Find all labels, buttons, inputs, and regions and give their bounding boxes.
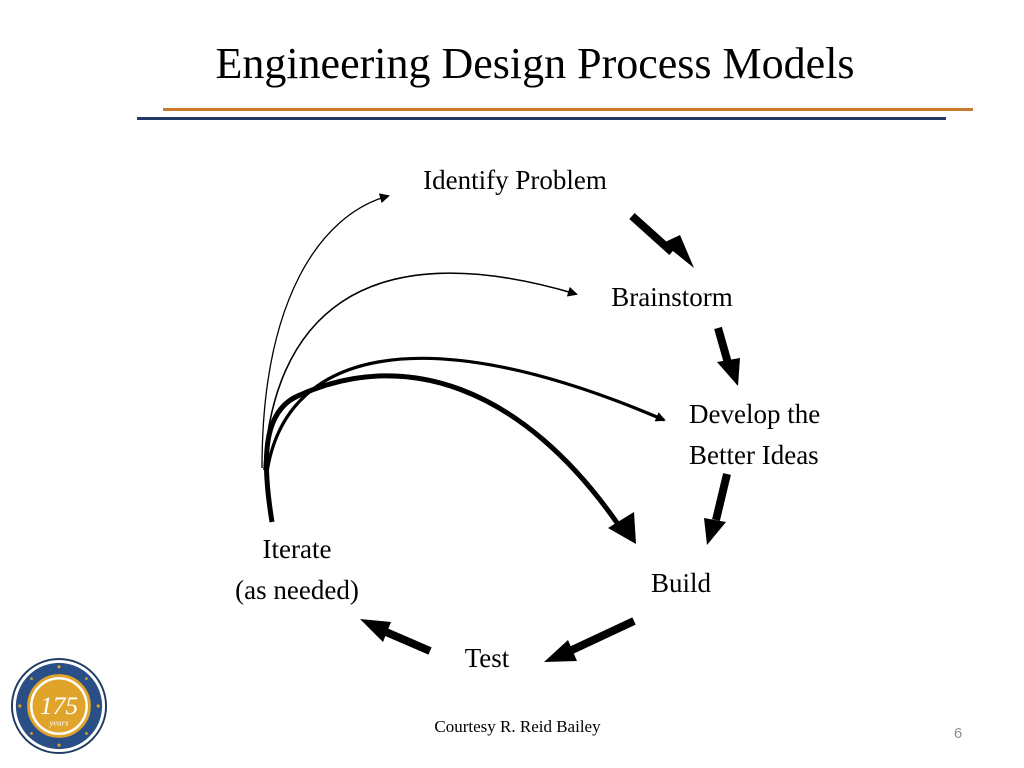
feedback-arrow-to-brainstorm: [263, 272, 578, 471]
node-iterate-line1: Iterate: [262, 534, 332, 564]
title-rule-navy: [137, 117, 946, 120]
slide-title: Engineering Design Process Models: [215, 39, 855, 88]
arrow-brainstorm-to-develop: [714, 326, 740, 386]
arrow-build-to-test: [544, 617, 636, 662]
arrow-develop-to-build: [704, 473, 731, 545]
seal-years: years: [48, 718, 69, 728]
node-brainstorm-label: Brainstorm: [611, 282, 733, 312]
node-brainstorm: Brainstorm: [582, 277, 762, 318]
node-test-label: Test: [464, 643, 510, 673]
page-number: 6: [953, 725, 963, 742]
node-develop-ideas: Develop the Better Ideas: [689, 394, 889, 476]
feedback-arrow-to-identify-problem: [261, 193, 390, 469]
node-iterate-line2: (as needed): [235, 575, 359, 605]
node-identify-problem-label: Identify Problem: [423, 165, 607, 195]
node-iterate: Iterate (as needed): [200, 529, 394, 611]
school-seal-logo: 175 years: [10, 657, 108, 755]
node-build: Build: [626, 563, 736, 604]
credit-text: Courtesy R. Reid Bailey: [434, 717, 601, 736]
seal-number: 175: [40, 691, 78, 720]
node-identify-problem: Identify Problem: [380, 160, 650, 201]
node-develop-ideas-line2: Better Ideas: [689, 440, 819, 470]
node-develop-ideas-line1: Develop the: [689, 399, 821, 429]
feedback-arrow-head-build: [608, 512, 636, 544]
node-test: Test: [440, 638, 534, 679]
arrow-identify-to-brainstorm: [629, 213, 694, 268]
title-rule-orange: [163, 108, 973, 111]
node-build-label: Build: [650, 568, 711, 598]
seal-stars: [18, 665, 100, 747]
feedback-arrow-to-develop-ideas: [264, 356, 666, 481]
feedback-arrow-to-build: [263, 373, 625, 532]
arrow-test-to-iterate: [360, 619, 432, 655]
